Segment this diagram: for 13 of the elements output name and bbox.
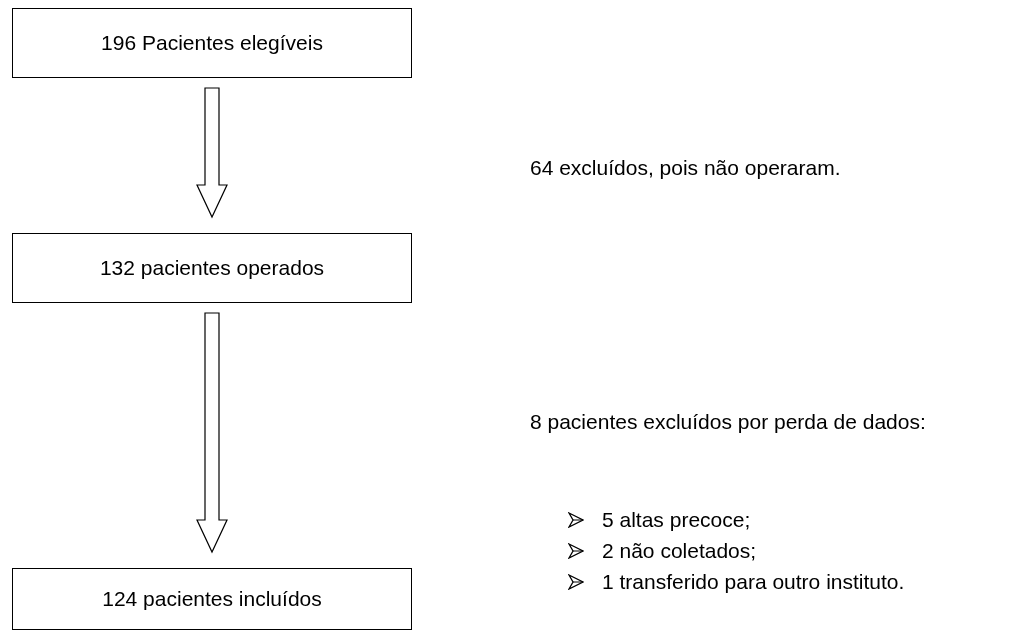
box-label: 196 Pacientes elegíveis (101, 31, 323, 55)
process-box (12, 233, 412, 303)
box-label: 132 pacientes operados (99, 256, 325, 280)
note-text: 8 pacientes excluídos por perda de dados: (530, 409, 927, 435)
note-text: 64 excluídos, pois não operaram. (530, 155, 841, 181)
hollow-arrow (196, 87, 228, 219)
list-item-text: 2 não coletados; (602, 538, 757, 564)
process-box (12, 568, 412, 630)
list-item-text: 5 altas precoce; (602, 507, 751, 533)
list-item-text: 1 transferido para outro instituto. (602, 569, 906, 595)
hollow-arrow (196, 312, 228, 554)
box-label: 124 pacientes incluídos (102, 587, 322, 611)
process-box (12, 8, 412, 78)
